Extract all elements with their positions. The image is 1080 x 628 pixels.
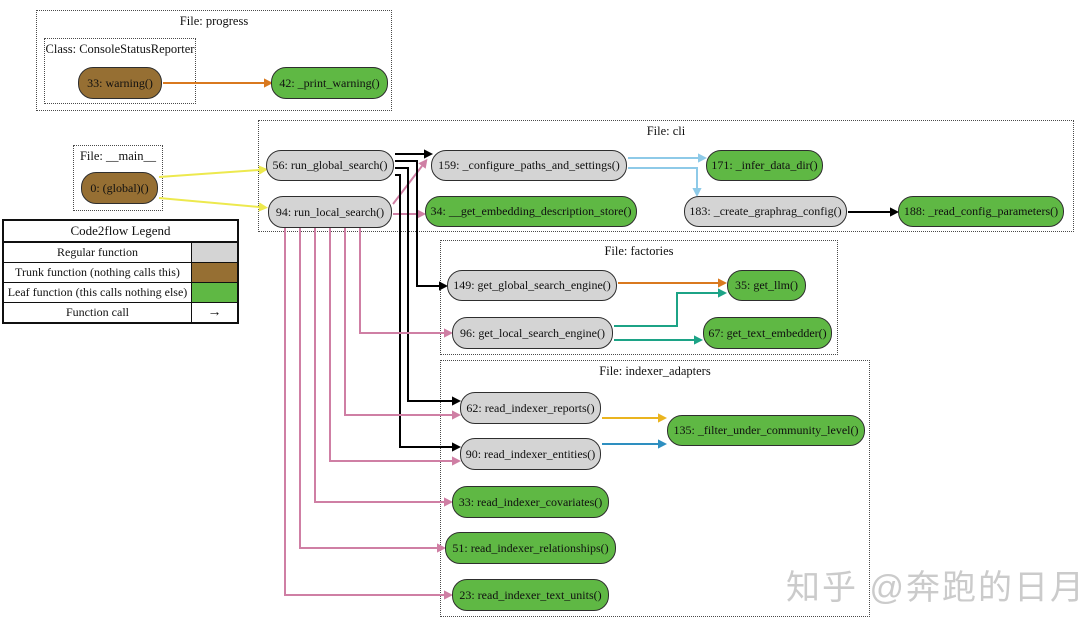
edge-global-to-run-local-search bbox=[158, 197, 268, 212]
group-progress: File: progress bbox=[36, 10, 392, 111]
legend-swatch-1 bbox=[192, 263, 237, 282]
edge-run-global-to-read-indexer-entities bbox=[395, 174, 461, 452]
watermark: 知乎 @奔跑的日月 bbox=[786, 569, 1080, 607]
node-global: 0: (global)() bbox=[81, 172, 158, 204]
legend-label-0: Regular function bbox=[4, 243, 192, 262]
arrowhead-icon bbox=[258, 165, 268, 175]
edge-run-local-to-read-indexer-text-units bbox=[284, 228, 453, 600]
arrowhead-icon bbox=[658, 413, 667, 423]
arrowhead-icon bbox=[452, 442, 461, 452]
node-filter-under-community-level: 135: _filter_under_community_level() bbox=[667, 415, 865, 446]
arrowhead-icon bbox=[452, 456, 461, 466]
legend-title: Code2flow Legend bbox=[4, 221, 237, 243]
legend-swatch-0 bbox=[192, 243, 237, 262]
group-label-class-consolestatusreporter: Class: ConsoleStatusReporter bbox=[45, 42, 195, 56]
edge-configure-to-infer-data-dir bbox=[628, 153, 707, 163]
node-read-indexer-text-units: 23: read_indexer_text_units() bbox=[452, 579, 609, 611]
legend-row-0: Regular function bbox=[4, 243, 237, 263]
node-get-global-search-engine: 149: get_global_search_engine() bbox=[447, 270, 617, 301]
legend-row-3: Function call → bbox=[4, 303, 237, 322]
node-read-config-parameters: 188: _read_config_parameters() bbox=[898, 196, 1064, 227]
group-label-factories: File: factories bbox=[604, 244, 674, 258]
group-label-main: File: __main__ bbox=[79, 149, 157, 163]
edge-run-local-to-read-indexer-covariates bbox=[314, 228, 453, 507]
arrowhead-icon bbox=[437, 543, 446, 553]
arrowhead-icon bbox=[452, 410, 461, 420]
group-class-consolestatusreporter: Class: ConsoleStatusReporter bbox=[44, 38, 196, 104]
edge-run-local-to-embedding-store bbox=[393, 209, 426, 219]
group-factories: File: factories bbox=[440, 240, 838, 355]
arrowhead-icon bbox=[258, 202, 268, 212]
group-label-progress: File: progress bbox=[179, 14, 249, 28]
arrowhead-icon bbox=[698, 153, 707, 163]
arrowhead-icon bbox=[718, 278, 727, 288]
group-indexer-adapters: File: indexer_adapters bbox=[440, 360, 870, 617]
group-label-indexer-adapters: File: indexer_adapters bbox=[599, 364, 711, 378]
edge-configure-to-create-graphrag-config bbox=[628, 167, 702, 197]
edge-run-local-to-read-indexer-entities bbox=[329, 228, 461, 466]
edge-reports-to-filter-under-community-level bbox=[602, 413, 667, 423]
legend-label-3: Function call bbox=[4, 303, 192, 322]
edge-run-global-to-read-indexer-reports bbox=[395, 167, 461, 406]
edge-warning-to-print-warning bbox=[163, 78, 273, 88]
edge-entities-to-filter-under-community-level bbox=[602, 439, 667, 449]
edge-run-local-to-read-indexer-relationships bbox=[299, 228, 446, 553]
legend-label-2: Leaf function (this calls nothing else) bbox=[4, 283, 192, 302]
legend-row-2: Leaf function (this calls nothing else) bbox=[4, 283, 237, 303]
node-read-indexer-covariates: 33: read_indexer_covariates() bbox=[452, 486, 609, 518]
node-run-global-search: 56: run_global_search() bbox=[266, 150, 394, 181]
group-main: File: __main__ bbox=[73, 145, 163, 211]
node-create-graphrag-config: 183: _create_graphrag_config() bbox=[684, 196, 847, 227]
edge-run-local-to-read-indexer-reports bbox=[344, 228, 461, 420]
node-configure-paths-and-settings: 159: _configure_paths_and_settings() bbox=[431, 150, 627, 181]
arrowhead-icon bbox=[439, 281, 448, 291]
arrowhead-icon bbox=[452, 396, 461, 406]
function-call-arrow-icon: → bbox=[207, 304, 222, 320]
edge-run-local-to-get-local-search-engine bbox=[359, 228, 453, 338]
arrowhead-icon bbox=[444, 497, 453, 507]
arrowhead-icon bbox=[264, 78, 273, 88]
arrowhead-icon bbox=[692, 188, 702, 197]
node-get-llm: 35: get_llm() bbox=[727, 270, 806, 301]
node-read-indexer-relationships: 51: read_indexer_relationships() bbox=[445, 532, 616, 564]
arrowhead-icon bbox=[418, 158, 428, 169]
arrowhead-icon bbox=[694, 335, 703, 345]
legend-swatch-2 bbox=[192, 283, 237, 302]
edge-create-config-to-read-config-parameters bbox=[848, 207, 899, 217]
group-label-cli: File: cli bbox=[646, 124, 686, 138]
node-read-indexer-reports: 62: read_indexer_reports() bbox=[460, 392, 601, 424]
arrowhead-icon bbox=[444, 590, 453, 600]
edge-local-engine-to-get-text-embedder bbox=[614, 335, 703, 345]
arrowhead-icon bbox=[424, 149, 433, 159]
arrowhead-icon bbox=[417, 209, 426, 219]
arrowhead-icon bbox=[444, 328, 453, 338]
edge-local-engine-to-get-llm bbox=[614, 288, 727, 327]
node-get-embedding-description-store: 34: __get_embedding_description_store() bbox=[425, 196, 637, 227]
node-warning: 33: warning() bbox=[78, 67, 162, 99]
node-get-text-embedder: 67: get_text_embedder() bbox=[703, 317, 832, 349]
group-cli: File: cli bbox=[258, 120, 1074, 232]
node-print-warning: 42: _print_warning() bbox=[271, 67, 388, 99]
node-run-local-search: 94: run_local_search() bbox=[268, 196, 392, 228]
arrowhead-icon bbox=[890, 207, 899, 217]
edge-run-global-to-configure-paths bbox=[395, 149, 433, 159]
arrowhead-icon bbox=[718, 288, 727, 298]
edge-global-engine-to-get-llm bbox=[618, 278, 727, 288]
legend-label-1: Trunk function (nothing calls this) bbox=[4, 263, 192, 282]
node-infer-data-dir: 171: _infer_data_dir() bbox=[706, 150, 823, 181]
legend-row-1: Trunk function (nothing calls this) bbox=[4, 263, 237, 283]
node-read-indexer-entities: 90: read_indexer_entities() bbox=[460, 438, 601, 470]
edge-global-to-run-global-search bbox=[158, 165, 268, 178]
edge-run-global-to-get-global-search-engine bbox=[395, 160, 448, 291]
arrowhead-icon bbox=[658, 439, 667, 449]
node-get-local-search-engine: 96: get_local_search_engine() bbox=[452, 317, 613, 349]
